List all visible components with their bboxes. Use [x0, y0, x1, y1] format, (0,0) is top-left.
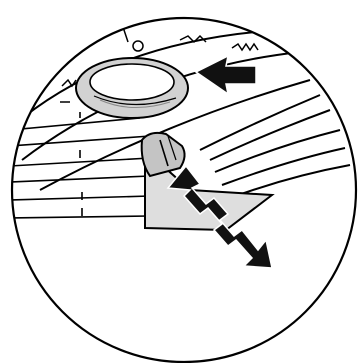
magnified-view — [10, 24, 360, 230]
ribs-left — [10, 112, 150, 218]
release-tab-icon — [142, 133, 185, 176]
left-arrow-icon — [196, 56, 256, 94]
rotary-dial-icon — [76, 58, 188, 118]
